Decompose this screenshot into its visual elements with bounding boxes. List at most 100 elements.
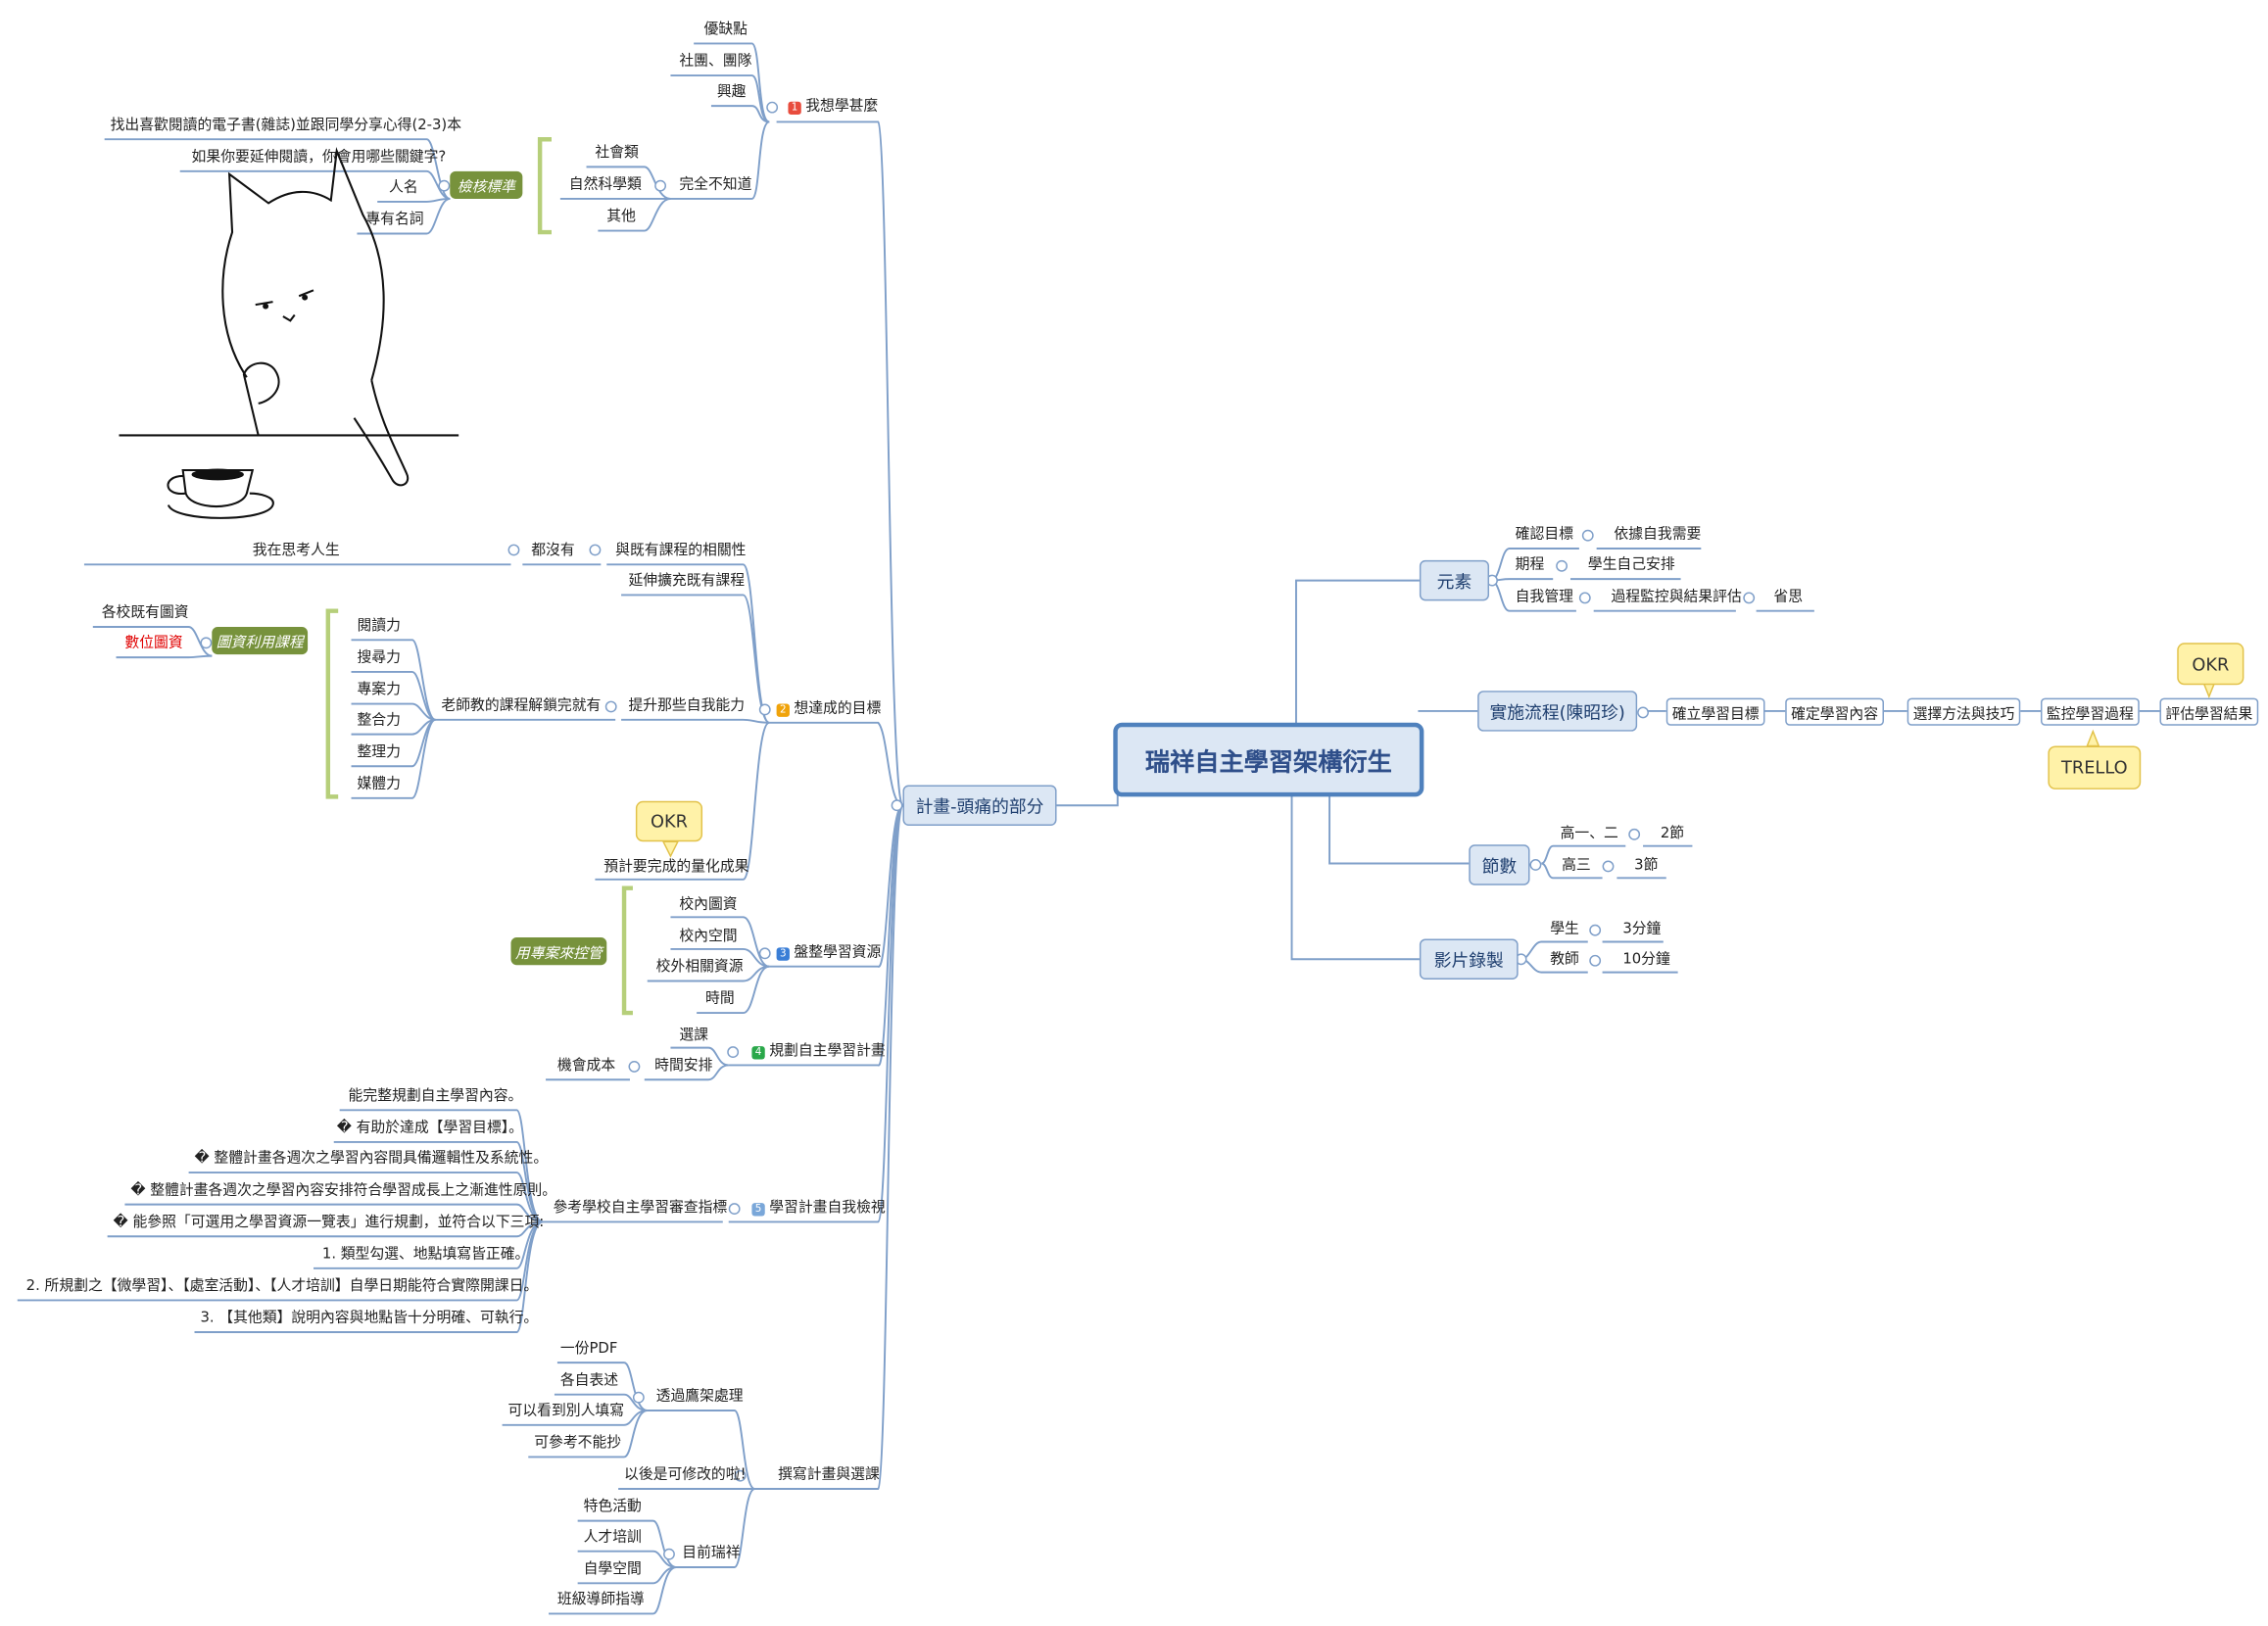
node-no-copy[interactable]: 可參考不能抄	[534, 1435, 622, 1452]
node-student-arrange[interactable]: 學生自己安排	[1587, 556, 1675, 574]
node-self-study-space[interactable]: 自學空間	[583, 1561, 642, 1578]
node-none[interactable]: 都沒有	[531, 543, 575, 559]
criteria-5[interactable]: � 能參照「可選用之學習資源一覽表」進行規劃，並符合以下三項:	[113, 1215, 545, 1231]
node-10-minutes[interactable]: 10分鐘	[1622, 951, 1670, 969]
node-opportunity-cost[interactable]: 機會成本	[556, 1058, 616, 1075]
skill-reading[interactable]: 閱讀力	[357, 618, 401, 635]
node-outside-resources[interactable]: 校外相關資源	[655, 959, 744, 976]
criteria-2[interactable]: � 有助於達成【學習目標】。	[336, 1120, 523, 1137]
note-keywords[interactable]: 如果你要延伸閱讀，你會用哪些關鍵字?	[191, 149, 447, 166]
priority-1-icon: 1	[788, 101, 801, 116]
priority-4-icon: 4	[751, 1046, 765, 1060]
step-set-goal[interactable]: 確立學習目標	[1665, 697, 1765, 726]
node-3-minutes[interactable]: 3分鐘	[1622, 921, 1662, 938]
node-abilities[interactable]: 提升那些自我能力	[628, 697, 746, 714]
node-2-periods[interactable]: 2節	[1660, 825, 1685, 842]
branch-label: 學習計畫自我檢視	[769, 1200, 886, 1217]
node-scaffold[interactable]: 透過鷹架處理	[655, 1388, 744, 1406]
priority-2-icon: 2	[776, 703, 790, 717]
node-each-express[interactable]: 各自表述	[559, 1372, 619, 1389]
node-by-need[interactable]: 依據自我需要	[1614, 526, 1702, 544]
node-current[interactable]: 目前瑞祥	[682, 1545, 741, 1562]
callout-trello[interactable]: TRELLO	[2048, 745, 2142, 789]
branch-goals[interactable]: 2 想達成的目標	[776, 700, 882, 719]
step-choose-method[interactable]: 選擇方法與技巧	[1906, 697, 2021, 726]
criteria-8[interactable]: 3. 【其他類】說明內容與地點皆十分明確、可執行。	[200, 1310, 539, 1327]
main-topic-video[interactable]: 影片錄製	[1419, 938, 1519, 980]
skill-project[interactable]: 專案力	[357, 682, 401, 698]
node-social[interactable]: 社會類	[595, 145, 639, 162]
tag-check-standard[interactable]: 檢核標準	[450, 170, 523, 199]
node-3-periods[interactable]: 3節	[1634, 857, 1659, 874]
node-science[interactable]: 自然科學類	[568, 176, 642, 194]
node-grade-1-2[interactable]: 高一、二	[1560, 825, 1618, 842]
node-student[interactable]: 學生	[1550, 921, 1579, 938]
callout-okr-left[interactable]: OKR	[635, 800, 703, 842]
node-clubs[interactable]: 社團、團隊	[679, 53, 752, 71]
tag-library-course[interactable]: 圖資利用課程	[212, 627, 309, 655]
criteria-4[interactable]: � 整體計畫各週次之學習內容安排符合學習成長上之漸進性原則。	[130, 1182, 557, 1199]
node-self-manage[interactable]: 自我管理	[1515, 589, 1573, 605]
node-digital-library[interactable]: 數位圖資	[124, 635, 183, 652]
note-terms[interactable]: 專有名詞	[365, 212, 424, 228]
node-talent-training[interactable]: 人才培訓	[583, 1529, 642, 1546]
node-grade-3[interactable]: 高三	[1562, 857, 1591, 874]
cat-drawing	[119, 146, 459, 519]
callout-okr-right[interactable]: OKR	[2177, 643, 2244, 686]
step-evaluate[interactable]: 評估學習結果	[2159, 697, 2259, 726]
branch-what-to-learn[interactable]: 1 我想學甚麼	[788, 99, 878, 117]
node-schedule[interactable]: 期程	[1515, 556, 1545, 574]
node-see-others[interactable]: 可以看到別人填寫	[507, 1403, 625, 1419]
node-special-activity[interactable]: 特色活動	[583, 1499, 642, 1515]
node-no-idea[interactable]: 完全不知道	[679, 176, 752, 194]
main-topic-elements[interactable]: 元素	[1419, 559, 1490, 601]
node-time[interactable]: 時間	[705, 990, 735, 1008]
node-extend-course[interactable]: 延伸擴充既有課程	[628, 573, 746, 590]
note-ebook[interactable]: 找出喜歡閱讀的電子書(雜誌)並跟同學分享心得(2-3)本	[110, 118, 462, 134]
criteria-6[interactable]: 1. 類型勾選、地點填寫皆正確。	[321, 1246, 530, 1263]
criteria-7[interactable]: 2. 所規劃之【微學習】、【處室活動】、【人才培訓】自學日期能符合實際開課日。	[25, 1278, 539, 1295]
node-other[interactable]: 其他	[606, 209, 636, 225]
node-school-space[interactable]: 校內空間	[679, 929, 738, 945]
node-school-lib[interactable]: 校內圖資	[679, 896, 738, 913]
step-monitor[interactable]: 監控學習過程	[2040, 697, 2140, 726]
step-set-content[interactable]: 確定學習內容	[1785, 697, 1884, 726]
node-course-select[interactable]: 選課	[679, 1027, 708, 1044]
node-review-criteria[interactable]: 參考學校自主學習審查指標	[553, 1200, 728, 1217]
criteria-3[interactable]: � 整體計畫各週次之學習內容間具備邏輯性及系統性。	[194, 1150, 549, 1168]
main-topic-periods[interactable]: 節數	[1469, 844, 1530, 885]
node-homeroom-guidance[interactable]: 班級導師指導	[556, 1592, 645, 1608]
node-pdf[interactable]: 一份PDF	[559, 1340, 618, 1358]
node-quant-result[interactable]: 預計要完成的量化成果	[603, 859, 749, 876]
node-monitor-evaluate[interactable]: 過程監控與結果評估	[1611, 589, 1742, 605]
tag-project-control[interactable]: 用專案來控管	[510, 937, 607, 966]
node-pros-cons[interactable]: 優缺點	[703, 22, 748, 38]
skill-media[interactable]: 媒體力	[357, 776, 401, 792]
note-names[interactable]: 人名	[389, 179, 418, 197]
node-interest[interactable]: 興趣	[716, 83, 747, 101]
main-topic-flow[interactable]: 實施流程(陳昭珍)	[1477, 691, 1638, 732]
criteria-1[interactable]: 能完整規劃自主學習內容。	[348, 1088, 523, 1105]
node-editable[interactable]: 以後是可修改的啦!	[624, 1466, 747, 1484]
branch-write-plan[interactable]: 撰寫計畫與選課	[778, 1466, 880, 1484]
skill-search[interactable]: 搜尋力	[357, 649, 401, 667]
node-reflect[interactable]: 省思	[1773, 589, 1804, 605]
node-thinking-life[interactable]: 我在思考人生	[252, 543, 340, 559]
branch-label: 盤整學習資源	[794, 944, 882, 961]
node-relevance[interactable]: 與既有課程的相關性	[615, 543, 747, 559]
node-teacher[interactable]: 教師	[1550, 951, 1579, 969]
branch-label: 想達成的目標	[794, 700, 882, 717]
branch-label: 我想學甚麼	[805, 98, 879, 116]
skill-organize[interactable]: 整理力	[357, 744, 401, 761]
node-confirm-goal[interactable]: 確認目標	[1515, 526, 1573, 544]
root-topic[interactable]: 瑞祥自主學習架構衍生	[1113, 722, 1424, 797]
main-topic-plan[interactable]: 計畫-頭痛的部分	[902, 785, 1057, 826]
node-teacher-course[interactable]: 老師教的課程解鎖完就有	[441, 697, 602, 714]
node-school-library[interactable]: 各校既有圖資	[101, 604, 189, 622]
skill-integrate[interactable]: 整合力	[357, 712, 401, 729]
node-time-schedule[interactable]: 時間安排	[654, 1058, 713, 1075]
